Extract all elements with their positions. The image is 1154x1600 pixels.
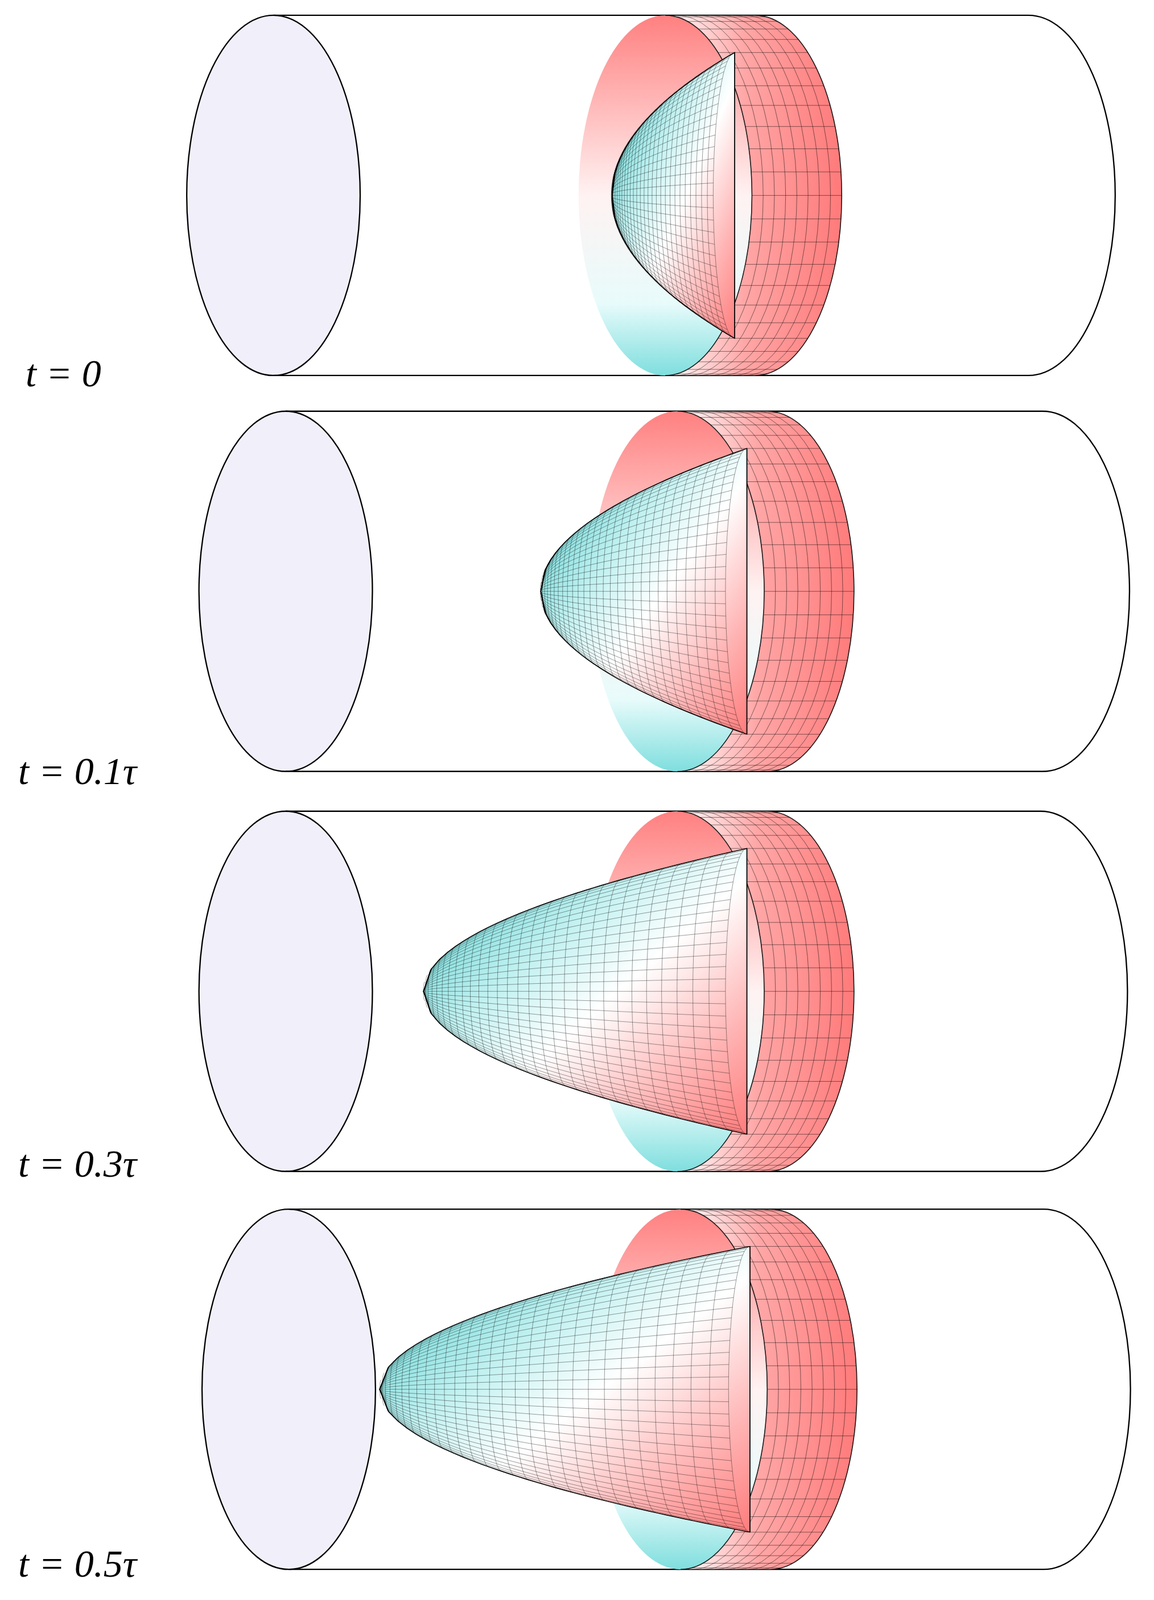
bubble-mesh [540,448,747,735]
pipe-panel [199,411,1130,772]
time-label: t = 0.1τ [18,749,137,793]
time-label: t = 0 [25,352,102,395]
bubble-mesh [611,52,735,339]
bubble-surface [379,1246,750,1533]
pipe-wall [288,1209,1131,1570]
pipe-end [202,1209,376,1570]
pipe-wall [285,411,1130,772]
pipe-panel [199,811,1128,1172]
bubble-surface [540,448,747,735]
bubble-surface [612,52,735,339]
bubble-surface [423,848,747,1135]
pipe-wall [285,811,1128,1172]
pipe-end [199,411,373,772]
bubble-mesh [423,848,747,1135]
pipe-panel [202,1209,1131,1570]
pipe-panel [186,15,1116,376]
time-label: t = 0.5τ [18,1542,137,1586]
time-label: t = 0.3τ [18,1142,137,1186]
pipe-wall [273,15,1116,376]
band-inner [578,15,753,376]
pipe-end [186,15,361,376]
bubble-mesh [379,1246,750,1533]
pipe-end [199,811,373,1172]
